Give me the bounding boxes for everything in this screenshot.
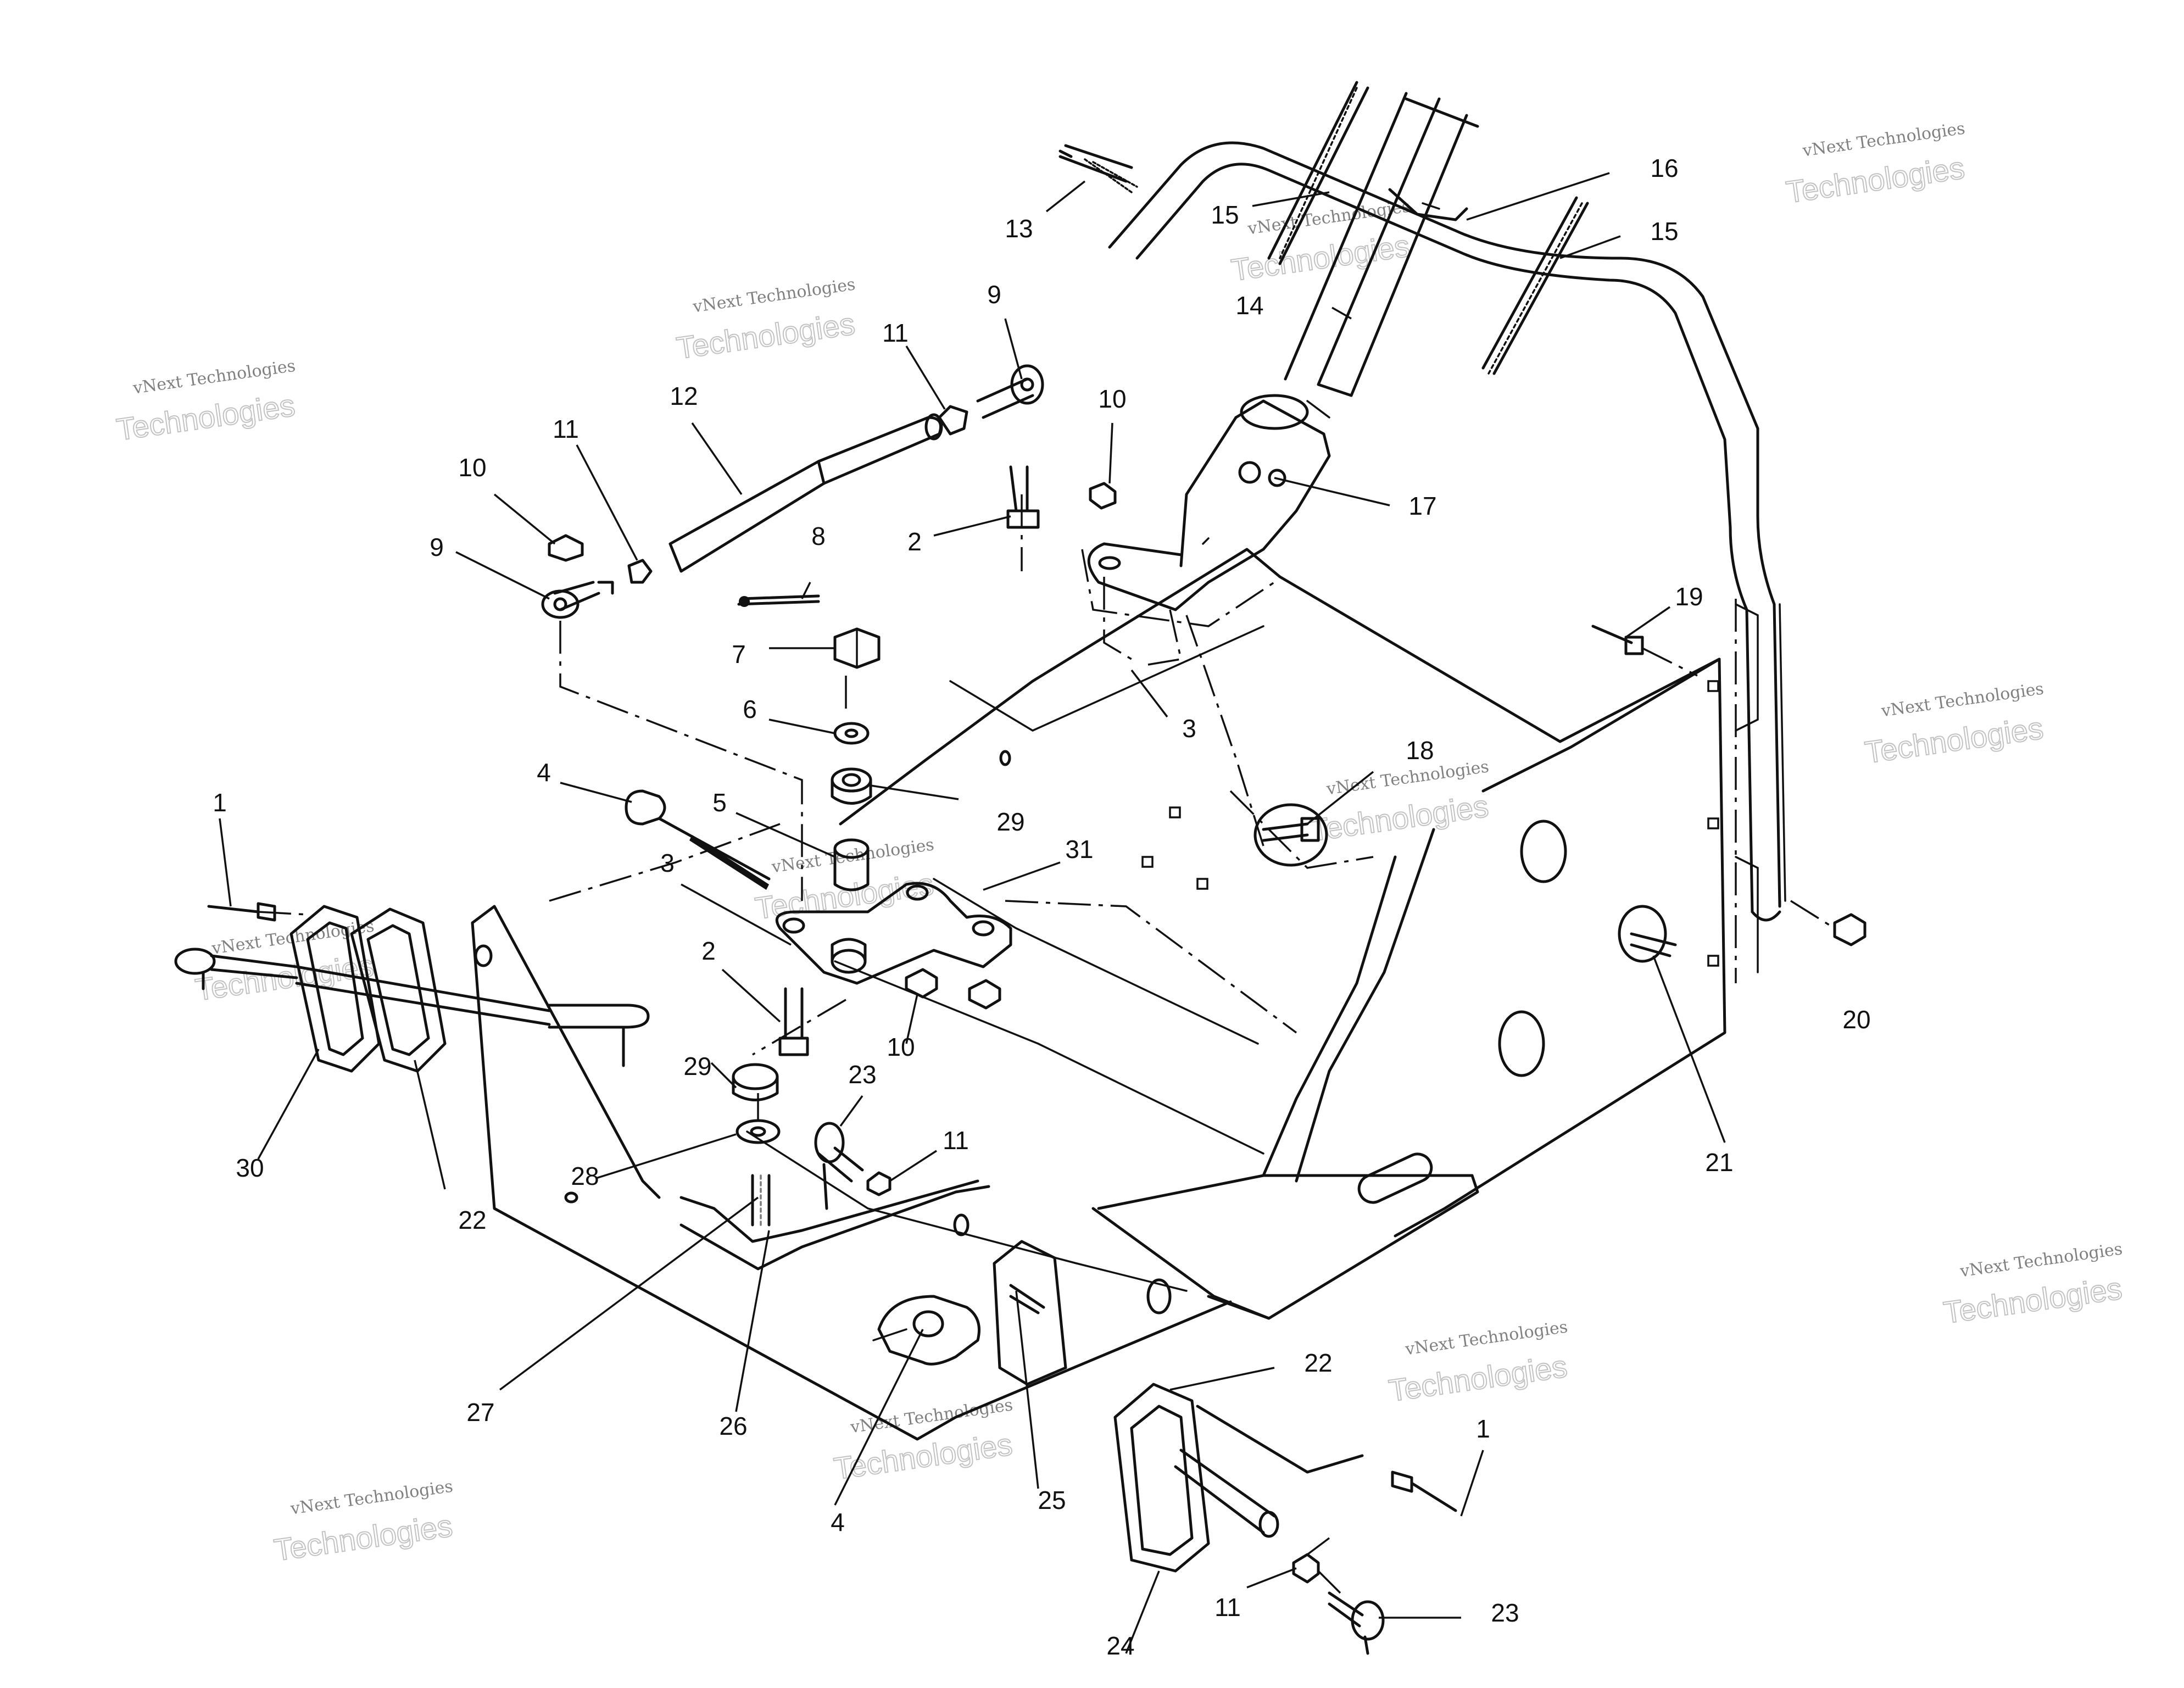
callout-4: 4 — [831, 1508, 845, 1536]
callout-29: 29 — [996, 807, 1024, 836]
callout-9: 9 — [987, 280, 1001, 309]
cotter-pin-8 — [737, 594, 820, 607]
callout-14: 14 — [1235, 291, 1263, 320]
assembly-lines — [258, 494, 1835, 1594]
callout-29: 29 — [683, 1052, 711, 1080]
stud-15-left — [1267, 81, 1369, 265]
watermark: Technologies vNext Technologies — [271, 1477, 455, 1568]
watermark: Technologies vNext Technologies — [1941, 1239, 2124, 1330]
callout-5: 5 — [712, 788, 727, 817]
callout-10: 10 — [887, 1033, 915, 1061]
callout-11: 11 — [882, 319, 909, 347]
steering-post — [1087, 92, 1479, 611]
boot-25 — [993, 1240, 1067, 1386]
callout-15: 15 — [1650, 217, 1678, 246]
callout-7: 7 — [732, 640, 746, 668]
nut-10-lower-right — [968, 979, 1001, 1010]
callout-4: 4 — [537, 758, 551, 787]
bolt-13 — [1058, 144, 1138, 193]
clip-4-lower — [872, 1295, 980, 1366]
callout-1: 1 — [213, 788, 227, 817]
pin-19 — [1591, 625, 1644, 655]
watermark: Technologies vNext Technologies — [1862, 679, 2046, 770]
callout-3: 3 — [1182, 714, 1196, 743]
callout-27: 27 — [466, 1398, 494, 1427]
washer-6 — [833, 722, 870, 745]
callout-12: 12 — [670, 382, 698, 410]
rod-end-23-lower — [1328, 1591, 1385, 1655]
tie-rod-upper — [541, 364, 1117, 619]
callout-11: 11 — [1214, 1593, 1241, 1622]
watermark: Technologies vNext Technologies — [114, 356, 297, 448]
callout-16: 16 — [1650, 154, 1678, 182]
callout-22: 22 — [1304, 1349, 1332, 1377]
callout-25: 25 — [1038, 1486, 1066, 1514]
callouts: 13 15 16 15 14 9 11 12 10 10 11 9 8 2 17… — [213, 154, 1870, 1660]
callout-24: 24 — [1106, 1631, 1134, 1660]
callout-15: 15 — [1211, 200, 1239, 229]
nut-11-mid — [866, 1171, 892, 1196]
nut-11-lower — [1292, 1553, 1320, 1584]
callout-3: 3 — [660, 849, 675, 877]
nut-7 — [833, 627, 881, 669]
callout-10: 10 — [458, 453, 486, 482]
callout-2: 2 — [907, 527, 922, 556]
leader-lines — [219, 172, 1726, 1654]
bolt-2-lower — [778, 987, 809, 1056]
callout-21: 21 — [1705, 1148, 1733, 1177]
callout-22: 22 — [458, 1206, 486, 1234]
watermarks: Technologies vNext Technologies Technolo… — [114, 119, 2125, 1568]
callout-8: 8 — [811, 522, 826, 550]
stud-15-right — [1481, 196, 1589, 375]
rod-end-23-upper — [814, 1122, 864, 1210]
callout-28: 28 — [571, 1162, 599, 1190]
callout-19: 19 — [1675, 582, 1703, 611]
handlebar-loop — [1108, 141, 1786, 922]
callout-13: 13 — [1005, 214, 1033, 243]
callout-17: 17 — [1408, 492, 1436, 520]
callout-18: 18 — [1406, 736, 1434, 765]
watermark: Technologies vNext Technologies — [1307, 757, 1491, 848]
tie-rod-lower-right — [1174, 1405, 1364, 1538]
callout-31: 31 — [1065, 835, 1093, 864]
watermark: Technologies vNext Technologies — [831, 1395, 1015, 1486]
bolt-1-right — [1391, 1470, 1457, 1512]
nut-20 — [1833, 913, 1867, 946]
callout-6: 6 — [743, 695, 757, 723]
callout-30: 30 — [236, 1154, 264, 1182]
callout-10: 10 — [1098, 385, 1126, 413]
nut-10-lower-left — [905, 968, 938, 999]
bushing-29-lower — [732, 1063, 779, 1101]
clip-4-upper — [625, 789, 771, 890]
spacer-5 — [833, 838, 870, 892]
callout-11: 11 — [553, 415, 579, 443]
boot-22-left — [350, 907, 447, 1073]
stud-27 — [751, 1174, 771, 1227]
callout-9: 9 — [430, 533, 444, 561]
watermark: Technologies vNext Technologies — [1229, 197, 1412, 288]
watermark: Technologies vNext Technologies — [1784, 119, 1967, 210]
callout-11: 11 — [943, 1126, 969, 1155]
bushing-29-upper — [831, 767, 872, 805]
pitman-arm-3 — [775, 882, 1012, 985]
chassis-frame — [471, 548, 1759, 1441]
callout-23: 23 — [848, 1060, 876, 1089]
callout-1: 1 — [1476, 1414, 1490, 1443]
clamp-16 — [1388, 188, 1468, 221]
callout-20: 20 — [1842, 1005, 1870, 1034]
boot-24 — [1113, 1383, 1210, 1573]
callout-26: 26 — [719, 1412, 747, 1440]
watermark: Technologies vNext Technologies — [1386, 1317, 1569, 1408]
callout-23: 23 — [1491, 1598, 1519, 1627]
callout-2: 2 — [701, 937, 716, 965]
watermark: Technologies vNext Technologies — [674, 275, 857, 366]
bolt-21 — [1618, 905, 1677, 963]
